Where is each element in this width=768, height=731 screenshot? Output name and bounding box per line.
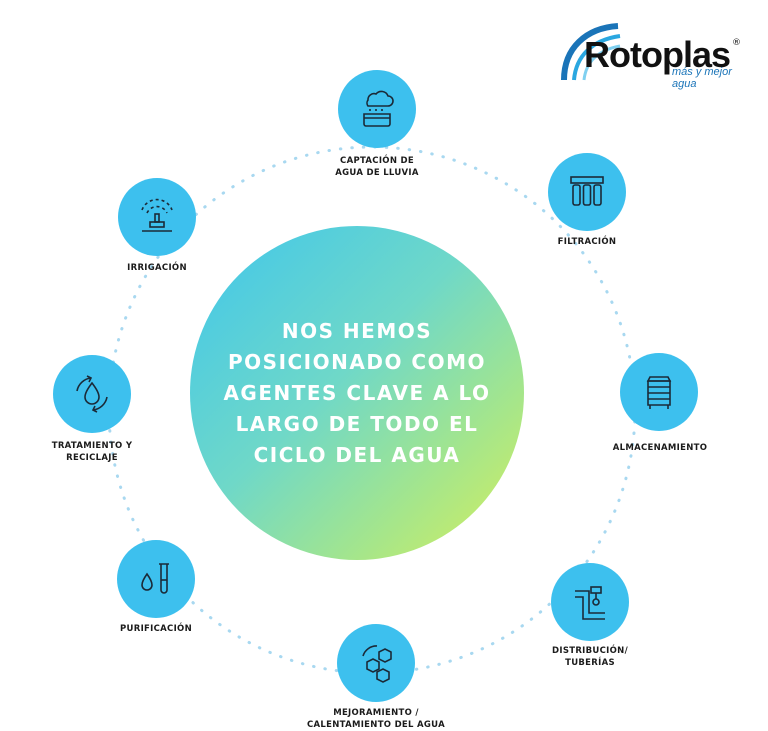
rainwater-label: CAPTACIÓN DE AGUA DE LLUVIA <box>335 156 419 178</box>
distribution-node <box>551 563 629 641</box>
filtration-label: FILTRACIÓN <box>557 237 617 247</box>
pipes-icon <box>575 586 605 620</box>
irrigation-node <box>118 178 196 256</box>
rotoplas-logo: Rotoplas ® más y mejor agua <box>556 18 756 90</box>
purification-label: PURIFICACIÓN <box>120 624 192 634</box>
purification-node <box>117 540 195 618</box>
water-tank-icon <box>646 376 672 409</box>
improvement-label: MEJORAMIENTO / CALENTAMIENTO DEL AGUA <box>306 708 445 730</box>
logo-registered: ® <box>732 38 741 48</box>
center-circle: NOS HEMOS POSICIONADO COMO AGENTES CLAVE… <box>190 226 524 560</box>
logo-tagline: más y mejor agua <box>672 66 732 90</box>
filtration-node <box>548 153 626 231</box>
molecules-icon <box>362 645 392 683</box>
storage-label: ALMACENAMIENTO <box>612 443 708 453</box>
sprinkler-icon <box>141 198 173 232</box>
treatment-node <box>53 355 131 433</box>
filter-icon <box>570 176 604 206</box>
treatment-label: TRATAMIENTO Y RECICLAJE <box>51 441 133 463</box>
irrigation-label: IRRIGACIÓN <box>127 263 187 273</box>
rainwater-node <box>338 70 416 148</box>
logo-brand: Rotoplas <box>584 34 731 75</box>
logo-swoosh-icon <box>561 23 621 81</box>
recycle-water-icon <box>76 375 108 413</box>
rain-collection-icon <box>363 90 394 127</box>
distribution-label: DISTRIBUCIÓN/ TUBERÍAS <box>552 646 628 668</box>
test-tube-icon <box>141 563 169 594</box>
improvement-node <box>337 624 415 702</box>
storage-node <box>620 353 698 431</box>
center-text: NOS HEMOS POSICIONADO COMO AGENTES CLAVE… <box>223 318 491 467</box>
